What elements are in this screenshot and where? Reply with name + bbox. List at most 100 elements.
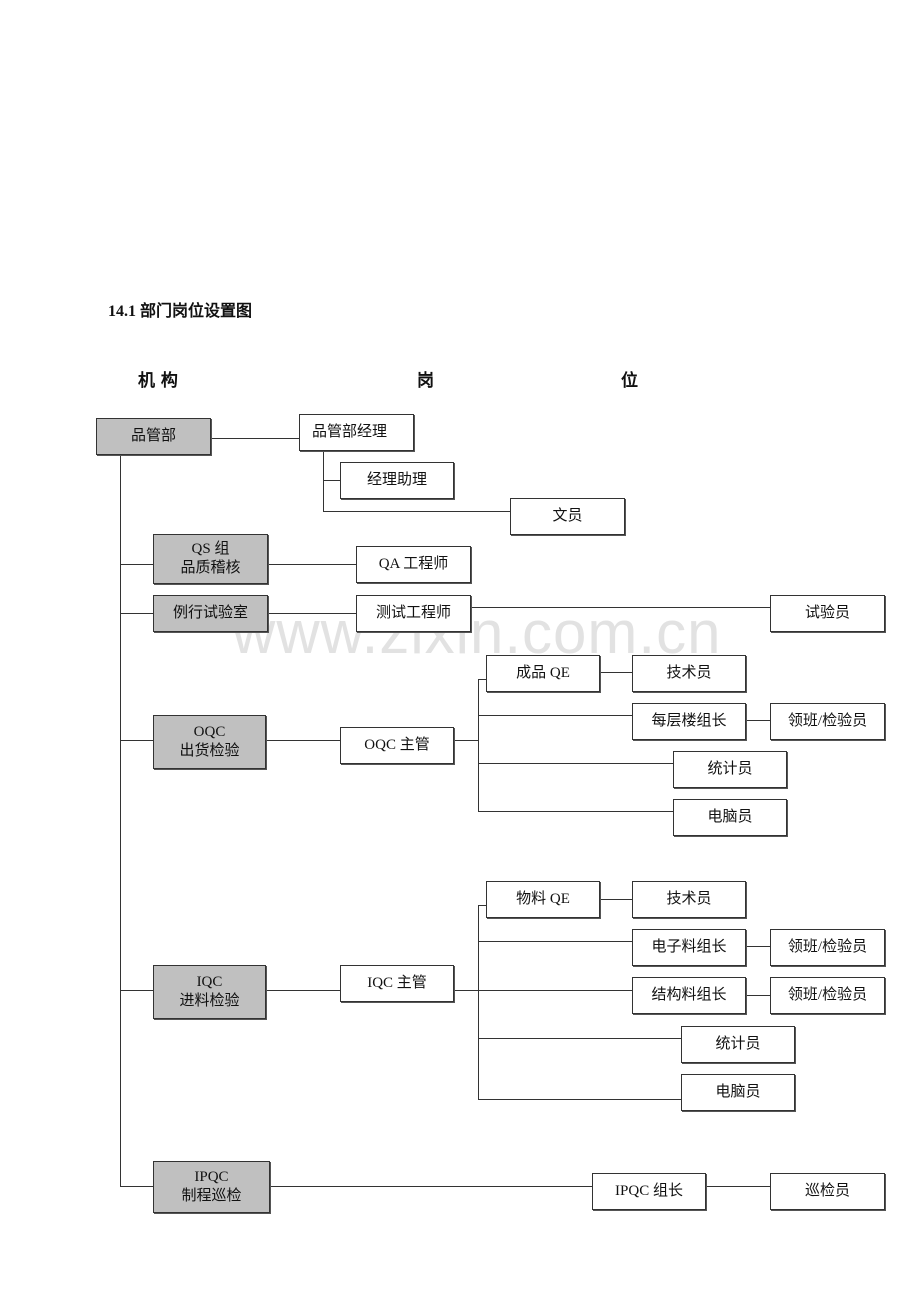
connector [745, 995, 770, 996]
connector [478, 715, 632, 716]
post-oqc-inspector[interactable]: 领班/检验员 [770, 703, 885, 740]
connector [265, 990, 340, 991]
org-label-line2: 品质稽核 [180, 560, 241, 576]
connector [469, 607, 770, 608]
org-qs-group[interactable]: QS 组品质稽核 [153, 534, 268, 584]
connector [478, 1038, 681, 1039]
connector [323, 511, 510, 512]
connector [210, 438, 299, 439]
connector [267, 613, 356, 614]
connector [120, 740, 153, 741]
post-qa-engineer[interactable]: QA 工程师 [356, 546, 471, 583]
connector [478, 990, 632, 991]
post-oqc-qe[interactable]: 成品 QE [486, 655, 600, 692]
org-routine-lab[interactable]: 例行试验室 [153, 595, 268, 632]
org-label: 品管部 [130, 428, 176, 444]
connector [120, 990, 153, 991]
post-label: 统计员 [715, 1036, 761, 1052]
connector [453, 990, 478, 991]
post-iqc-electronic-inspector[interactable]: 领班/检验员 [770, 929, 885, 966]
connector [745, 720, 770, 721]
connector [120, 1186, 153, 1187]
post-iqc-structure-inspector[interactable]: 领班/检验员 [770, 977, 885, 1014]
connector [705, 1186, 770, 1187]
post-oqc-floor-leader[interactable]: 每层楼组长 [632, 703, 746, 740]
org-label-line1: QS 组 [191, 541, 230, 557]
post-iqc-electronic-leader[interactable]: 电子料组长 [632, 929, 746, 966]
connector [267, 564, 356, 565]
post-iqc-supervisor[interactable]: IQC 主管 [340, 965, 454, 1002]
connector [478, 905, 479, 1099]
connector [478, 905, 486, 906]
post-label: 每层楼组长 [651, 713, 727, 729]
org-label-line1: IQC [196, 974, 223, 990]
connector [478, 941, 632, 942]
post-iqc-technician[interactable]: 技术员 [632, 881, 746, 918]
post-label: 成品 QE [516, 665, 570, 681]
org-iqc[interactable]: IQC 进料检验 [153, 965, 266, 1019]
org-label-line2: 进料检验 [179, 993, 240, 1009]
org-ipqc[interactable]: IPQC 制程巡检 [153, 1161, 270, 1213]
page-title: 14.1 部门岗位设置图 [108, 303, 253, 320]
post-iqc-statistician[interactable]: 统计员 [681, 1026, 795, 1063]
post-label: 品管部经理 [312, 424, 388, 440]
connector [599, 672, 632, 673]
connector [478, 811, 673, 812]
post-label: 电脑员 [707, 809, 753, 825]
post-ipqc-leader[interactable]: IPQC 组长 [592, 1173, 706, 1210]
org-label-line2: 制程巡检 [181, 1188, 242, 1204]
post-tester[interactable]: 试验员 [770, 595, 885, 632]
post-label: 测试工程师 [375, 605, 451, 621]
post-iqc-qe[interactable]: 物料 QE [486, 881, 600, 918]
post-iqc-structure-leader[interactable]: 结构料组长 [632, 977, 746, 1014]
post-label: 结构料组长 [651, 987, 727, 1003]
connector [745, 946, 770, 947]
post-label: IPQC 组长 [615, 1183, 683, 1199]
connector [478, 679, 479, 811]
connector [265, 740, 340, 741]
post-label: 技术员 [666, 665, 712, 681]
org-label-line1: OQC [193, 724, 226, 740]
header-post-2: 位 [621, 371, 638, 391]
post-label: 电子料组长 [651, 939, 727, 955]
org-oqc[interactable]: OQC 出货检验 [153, 715, 266, 769]
post-label: 统计员 [707, 761, 753, 777]
connector [120, 564, 153, 565]
post-label: 电脑员 [715, 1084, 761, 1100]
post-label: 巡检员 [804, 1183, 850, 1199]
org-label-line2: 出货检验 [179, 743, 240, 759]
connector [599, 899, 632, 900]
connector [269, 1186, 592, 1187]
connector [478, 679, 486, 680]
post-ipqc-patrol[interactable]: 巡检员 [770, 1173, 885, 1210]
post-clerk[interactable]: 文员 [510, 498, 625, 535]
org-label-line1: IPQC [194, 1169, 229, 1185]
connector [120, 613, 153, 614]
post-assistant[interactable]: 经理助理 [340, 462, 454, 499]
post-iqc-computer[interactable]: 电脑员 [681, 1074, 795, 1111]
post-label: 领班/检验员 [787, 987, 868, 1003]
post-manager[interactable]: 品管部经理 [299, 414, 414, 451]
post-label: 试验员 [804, 605, 850, 621]
post-label: 领班/检验员 [787, 939, 868, 955]
post-label: 领班/检验员 [787, 713, 868, 729]
post-oqc-supervisor[interactable]: OQC 主管 [340, 727, 454, 764]
post-label: QA 工程师 [378, 556, 449, 572]
post-label: OQC 主管 [364, 737, 430, 753]
main-trunk-line [120, 455, 121, 1187]
post-test-engineer[interactable]: 测试工程师 [356, 595, 471, 632]
post-label: 技术员 [666, 891, 712, 907]
org-quality-dept[interactable]: 品管部 [96, 418, 211, 455]
post-label: 物料 QE [516, 891, 570, 907]
post-oqc-computer[interactable]: 电脑员 [673, 799, 787, 836]
header-org: 机 构 [138, 371, 178, 391]
header-post-1: 岗 [417, 371, 434, 391]
post-label: 文员 [552, 508, 583, 524]
post-oqc-statistician[interactable]: 统计员 [673, 751, 787, 788]
org-label: 例行试验室 [172, 605, 248, 621]
post-oqc-technician[interactable]: 技术员 [632, 655, 746, 692]
connector [478, 763, 673, 764]
post-label: 经理助理 [366, 472, 427, 488]
connector [453, 740, 478, 741]
connector [478, 1099, 681, 1100]
